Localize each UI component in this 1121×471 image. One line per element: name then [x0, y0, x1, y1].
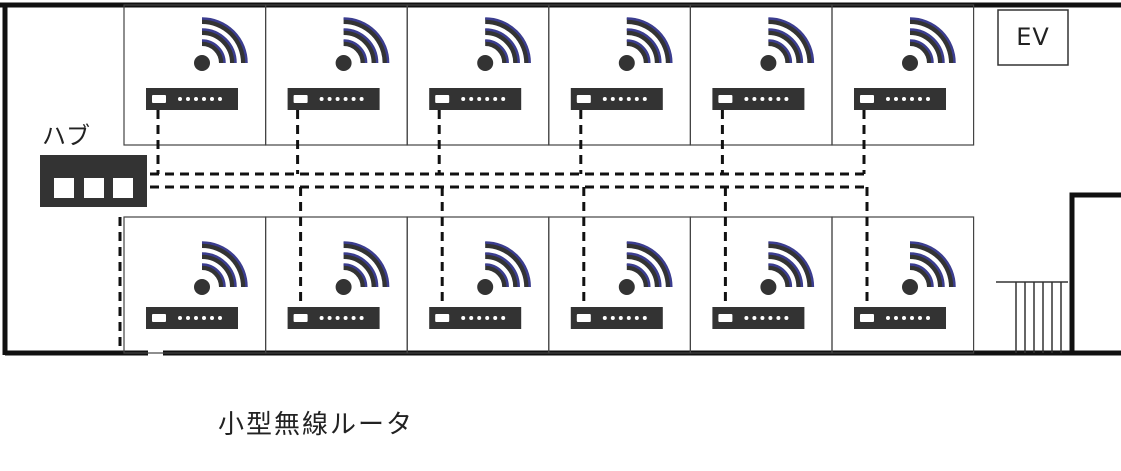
room-top — [548, 4, 691, 146]
wifi-signal-icon — [760, 241, 815, 295]
router-icon — [146, 88, 238, 110]
elevator-box — [997, 9, 1069, 66]
router-icon — [712, 88, 805, 110]
router-icon — [287, 307, 380, 329]
network-hub-icon — [40, 155, 147, 207]
wifi-signal-icon — [618, 17, 673, 71]
elevator-label: EV — [1016, 23, 1050, 51]
stairs-icon — [996, 281, 1068, 353]
room-top — [831, 4, 975, 146]
router-icon — [429, 307, 522, 329]
wifi-signal-icon — [335, 241, 390, 295]
wifi-signal-icon — [335, 17, 390, 71]
router-icon — [854, 307, 946, 329]
router-icon — [146, 307, 238, 329]
wifi-signal-icon — [194, 17, 248, 71]
room-top — [689, 4, 833, 146]
wifi-signal-icon — [902, 241, 956, 295]
room-top — [265, 4, 408, 146]
router-icon — [712, 307, 805, 329]
hub-label: ハブ — [42, 122, 90, 150]
router-icon — [287, 88, 380, 110]
room-top — [123, 4, 267, 146]
room-bottom — [831, 216, 975, 354]
wifi-signal-icon — [477, 241, 531, 295]
router-caption: 小型無線ルータ — [218, 410, 415, 440]
wifi-signal-icon — [902, 17, 956, 71]
devices-layer — [146, 17, 956, 329]
router-icon — [570, 88, 663, 110]
wall-right-notch — [1069, 192, 1121, 353]
router-icon — [570, 307, 663, 329]
router-icon — [429, 88, 522, 110]
room-top — [406, 4, 550, 146]
wifi-signal-icon — [618, 241, 673, 295]
wifi-signal-icon — [760, 17, 815, 71]
router-icon — [854, 88, 946, 110]
wifi-signal-icon — [477, 17, 531, 71]
wifi-signal-icon — [194, 241, 248, 295]
cables-layer — [118, 110, 870, 350]
rooms-layer — [123, 4, 975, 354]
